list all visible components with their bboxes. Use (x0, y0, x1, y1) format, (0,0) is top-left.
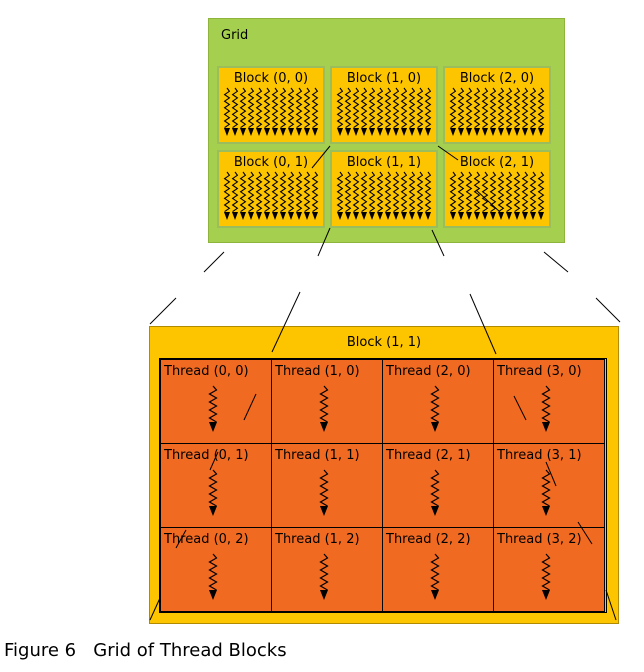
thread-cell: Thread (1, 0) (271, 359, 383, 444)
block-label: Block (2, 0) (459, 71, 535, 86)
grid-block-highlighted: Block (1, 1) (330, 150, 438, 228)
grid-container: Grid Block (0, 0) Block (1, 0) Block (2,… (208, 18, 565, 243)
thread-label: Thread (1, 1) (275, 448, 360, 463)
thread-cell: Thread (0, 1) (160, 443, 272, 528)
thread-label: Thread (1, 2) (275, 532, 360, 547)
grid-block: Block (0, 0) (217, 66, 325, 144)
thread-cell: Thread (3, 0) (493, 359, 605, 444)
thread-cell: Thread (2, 1) (382, 443, 494, 528)
block-label: Block (0, 1) (233, 155, 309, 170)
thread-label: Thread (3, 2) (497, 532, 582, 547)
thread-cell: Thread (3, 2) (493, 527, 605, 612)
thread-cell: Thread (3, 1) (493, 443, 605, 528)
thread-cell: Thread (0, 0) (160, 359, 272, 444)
block-label: Block (2, 1) (459, 155, 535, 170)
thread-label: Thread (0, 0) (164, 364, 249, 379)
grid-block: Block (1, 0) (330, 66, 438, 144)
thread-label: Thread (0, 1) (164, 448, 249, 463)
thread-cell: Thread (2, 0) (382, 359, 494, 444)
thread-label: Thread (2, 1) (386, 448, 471, 463)
thread-cell: Thread (1, 2) (271, 527, 383, 612)
grid-label: Grid (221, 28, 249, 43)
block-label: Block (1, 0) (346, 71, 422, 86)
thread-cell: Thread (0, 2) (160, 527, 272, 612)
thread-label: Thread (2, 2) (386, 532, 471, 547)
thread-label: Thread (1, 0) (275, 364, 360, 379)
thread-cell: Thread (2, 2) (382, 527, 494, 612)
grid-block: Block (0, 1) (217, 150, 325, 228)
thread-label: Thread (0, 2) (164, 532, 249, 547)
thread-label: Thread (3, 0) (497, 364, 582, 379)
expanded-block: Block (1, 1) Thread (0, 0) Thread (1, 0)… (149, 326, 619, 624)
grid-block: Block (2, 1) (443, 150, 551, 228)
grid-block: Block (2, 0) (443, 66, 551, 144)
thread-label: Thread (2, 0) (386, 364, 471, 379)
thread-label: Thread (3, 1) (497, 448, 582, 463)
block-label: Block (1, 1) (346, 155, 422, 170)
figure-caption: Figure 6 Grid of Thread Blocks (4, 640, 287, 661)
thread-grid: Thread (0, 0) Thread (1, 0) Thread (2, 0… (159, 358, 607, 613)
block-label: Block (0, 0) (233, 71, 309, 86)
expanded-block-label: Block (1, 1) (346, 335, 422, 350)
thread-cell: Thread (1, 1) (271, 443, 383, 528)
